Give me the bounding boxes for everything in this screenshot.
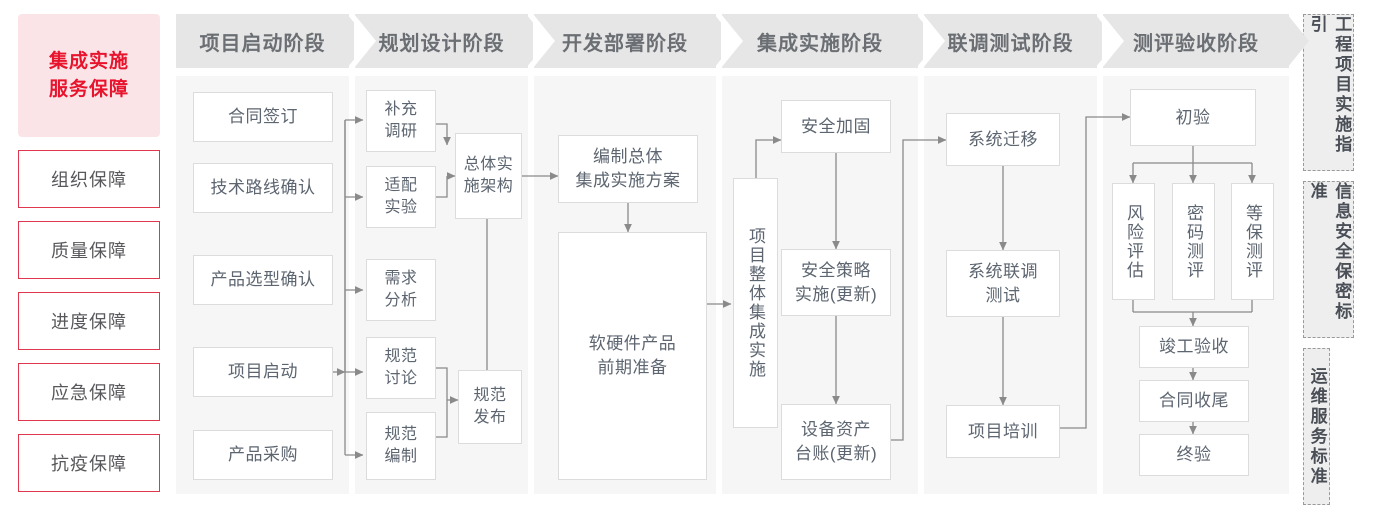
- node-label: 发布: [473, 409, 507, 426]
- node-project-kickoff[interactable]: 项目启动: [193, 347, 333, 397]
- right-sidebar: 工程项目实施指引 信息安全保密标准 运维服务标准: [1303, 14, 1375, 505]
- node-hw-sw-preparation[interactable]: 软硬件产品前期准备: [558, 232, 707, 480]
- node-label: 实施(更新): [794, 284, 878, 304]
- right-sidebar-item-infosec-standard[interactable]: 信息安全保密标准: [1303, 181, 1355, 338]
- node-standard-drafting[interactable]: 规范编制: [366, 412, 436, 480]
- node-requirement-analysis[interactable]: 需求分析: [366, 259, 436, 321]
- node-overall-implementation-architecture[interactable]: 总体实施架构: [455, 133, 522, 219]
- sidebar-item-emergency[interactable]: 应急保障: [18, 363, 160, 421]
- right-sidebar-label: 工程项目实施指引: [1307, 15, 1352, 155]
- node-label: 适配: [384, 177, 418, 194]
- node-final-acceptance[interactable]: 终验: [1139, 434, 1249, 476]
- node-label: 规范: [384, 348, 418, 365]
- phase-header-1[interactable]: 项目启动阶段: [176, 14, 369, 68]
- node-label: 设备资产: [800, 420, 871, 439]
- node-label: 规范: [384, 426, 418, 443]
- node-adaptation-experiment[interactable]: 适配实验: [366, 166, 436, 228]
- sidebar-title-line2: 服务保障: [48, 78, 129, 100]
- node-label: 总体实: [463, 156, 514, 173]
- node-standard-release[interactable]: 规范发布: [458, 370, 522, 444]
- phase-header-6[interactable]: 测评验收阶段: [1102, 14, 1309, 68]
- node-draft-overall-integration-plan[interactable]: 编制总体集成实施方案: [558, 135, 698, 203]
- chevron-notch: [721, 14, 743, 68]
- node-label: 调研: [384, 123, 418, 140]
- phase-header-2-label: 规划设计阶段: [378, 32, 505, 55]
- node-preliminary-acceptance[interactable]: 初验: [1130, 89, 1256, 146]
- node-standard-discussion[interactable]: 规范讨论: [366, 337, 436, 399]
- node-label: 系统联调: [968, 261, 1038, 281]
- sidebar-item-quality[interactable]: 质量保障: [18, 221, 160, 279]
- node-label: 讨论: [384, 370, 418, 387]
- node-product-selection-confirm[interactable]: 产品选型确认: [193, 255, 333, 305]
- phase-header-6-label: 测评验收阶段: [1133, 32, 1259, 55]
- node-completion-acceptance[interactable]: 竣工验收: [1139, 326, 1249, 368]
- node-label: 测试: [985, 285, 1021, 305]
- sidebar-title-line1: 集成实施: [48, 50, 129, 72]
- node-label: 集成实施方案: [575, 171, 681, 190]
- node-label: 实验: [384, 199, 418, 216]
- node-contract-closure[interactable]: 合同收尾: [1139, 380, 1249, 422]
- phase-header-2[interactable]: 规划设计阶段: [354, 14, 548, 68]
- sidebar-item-organization[interactable]: 组织保障: [18, 150, 160, 208]
- node-label: 软硬件产品: [588, 334, 677, 353]
- phase-header-4-label: 集成实施阶段: [757, 32, 883, 55]
- phase-header-4[interactable]: 集成实施阶段: [721, 14, 938, 68]
- node-cryptography-evaluation[interactable]: 密码测评: [1172, 183, 1215, 300]
- node-label: 安全策略: [800, 260, 871, 280]
- node-label: 编制总体: [593, 147, 663, 166]
- node-security-policy-implementation[interactable]: 安全策略实施(更新): [781, 249, 891, 316]
- node-project-training[interactable]: 项目培训: [946, 405, 1060, 458]
- node-contract-signing[interactable]: 合同签订: [193, 92, 333, 142]
- phase-header-5[interactable]: 联调测试阶段: [923, 14, 1117, 68]
- node-product-procurement[interactable]: 产品采购: [193, 430, 333, 480]
- node-label: 台账(更新): [794, 444, 878, 463]
- node-supplementary-research[interactable]: 补充调研: [366, 90, 436, 152]
- node-tech-route-confirm[interactable]: 技术路线确认: [193, 163, 333, 213]
- node-label: 规范: [473, 387, 507, 404]
- node-system-migration[interactable]: 系统迁移: [946, 113, 1060, 166]
- chevron-notch: [923, 14, 945, 68]
- node-security-hardening[interactable]: 安全加固: [781, 100, 891, 153]
- node-label: 补充: [384, 101, 418, 118]
- node-label: 前期准备: [597, 358, 668, 377]
- node-system-joint-debug-test[interactable]: 系统联调测试: [946, 250, 1060, 317]
- chevron-notch: [354, 14, 376, 68]
- node-label: 施架构: [463, 178, 514, 195]
- phase-header-3-label: 开发部署阶段: [562, 32, 688, 55]
- node-mlps-evaluation[interactable]: 等保测评: [1231, 183, 1274, 300]
- phase-header-5-label: 联调测试阶段: [947, 32, 1074, 55]
- node-label: 分析: [384, 292, 418, 309]
- node-overall-project-integration[interactable]: 项目整体集成实施: [733, 178, 778, 428]
- right-sidebar-label: 信息安全保密标准: [1307, 182, 1352, 322]
- phase-header-1-label: 项目启动阶段: [199, 32, 326, 55]
- node-label: 需求: [384, 270, 418, 287]
- right-sidebar-item-engineering-guideline[interactable]: 工程项目实施指引: [1303, 14, 1355, 171]
- sidebar-item-schedule[interactable]: 进度保障: [18, 292, 160, 350]
- chevron-notch: [1102, 14, 1124, 68]
- right-sidebar-item-ops-service-standard[interactable]: 运维服务标准: [1303, 348, 1330, 505]
- node-risk-assessment[interactable]: 风险评估: [1112, 183, 1155, 300]
- sidebar-item-epidemic[interactable]: 抗疫保障: [18, 434, 160, 492]
- chevron-notch: [533, 14, 555, 68]
- node-label: 编制: [384, 448, 418, 465]
- left-sidebar: 集成实施 服务保障 组织保障 质量保障 进度保障 应急保障 抗疫保障: [18, 14, 160, 492]
- right-sidebar-label: 运维服务标准: [1307, 366, 1327, 487]
- chevron-right-icon: [1287, 14, 1309, 68]
- node-device-asset-ledger[interactable]: 设备资产台账(更新): [781, 404, 891, 480]
- phase-header-3[interactable]: 开发部署阶段: [533, 14, 736, 68]
- sidebar-title: 集成实施 服务保障: [18, 14, 160, 137]
